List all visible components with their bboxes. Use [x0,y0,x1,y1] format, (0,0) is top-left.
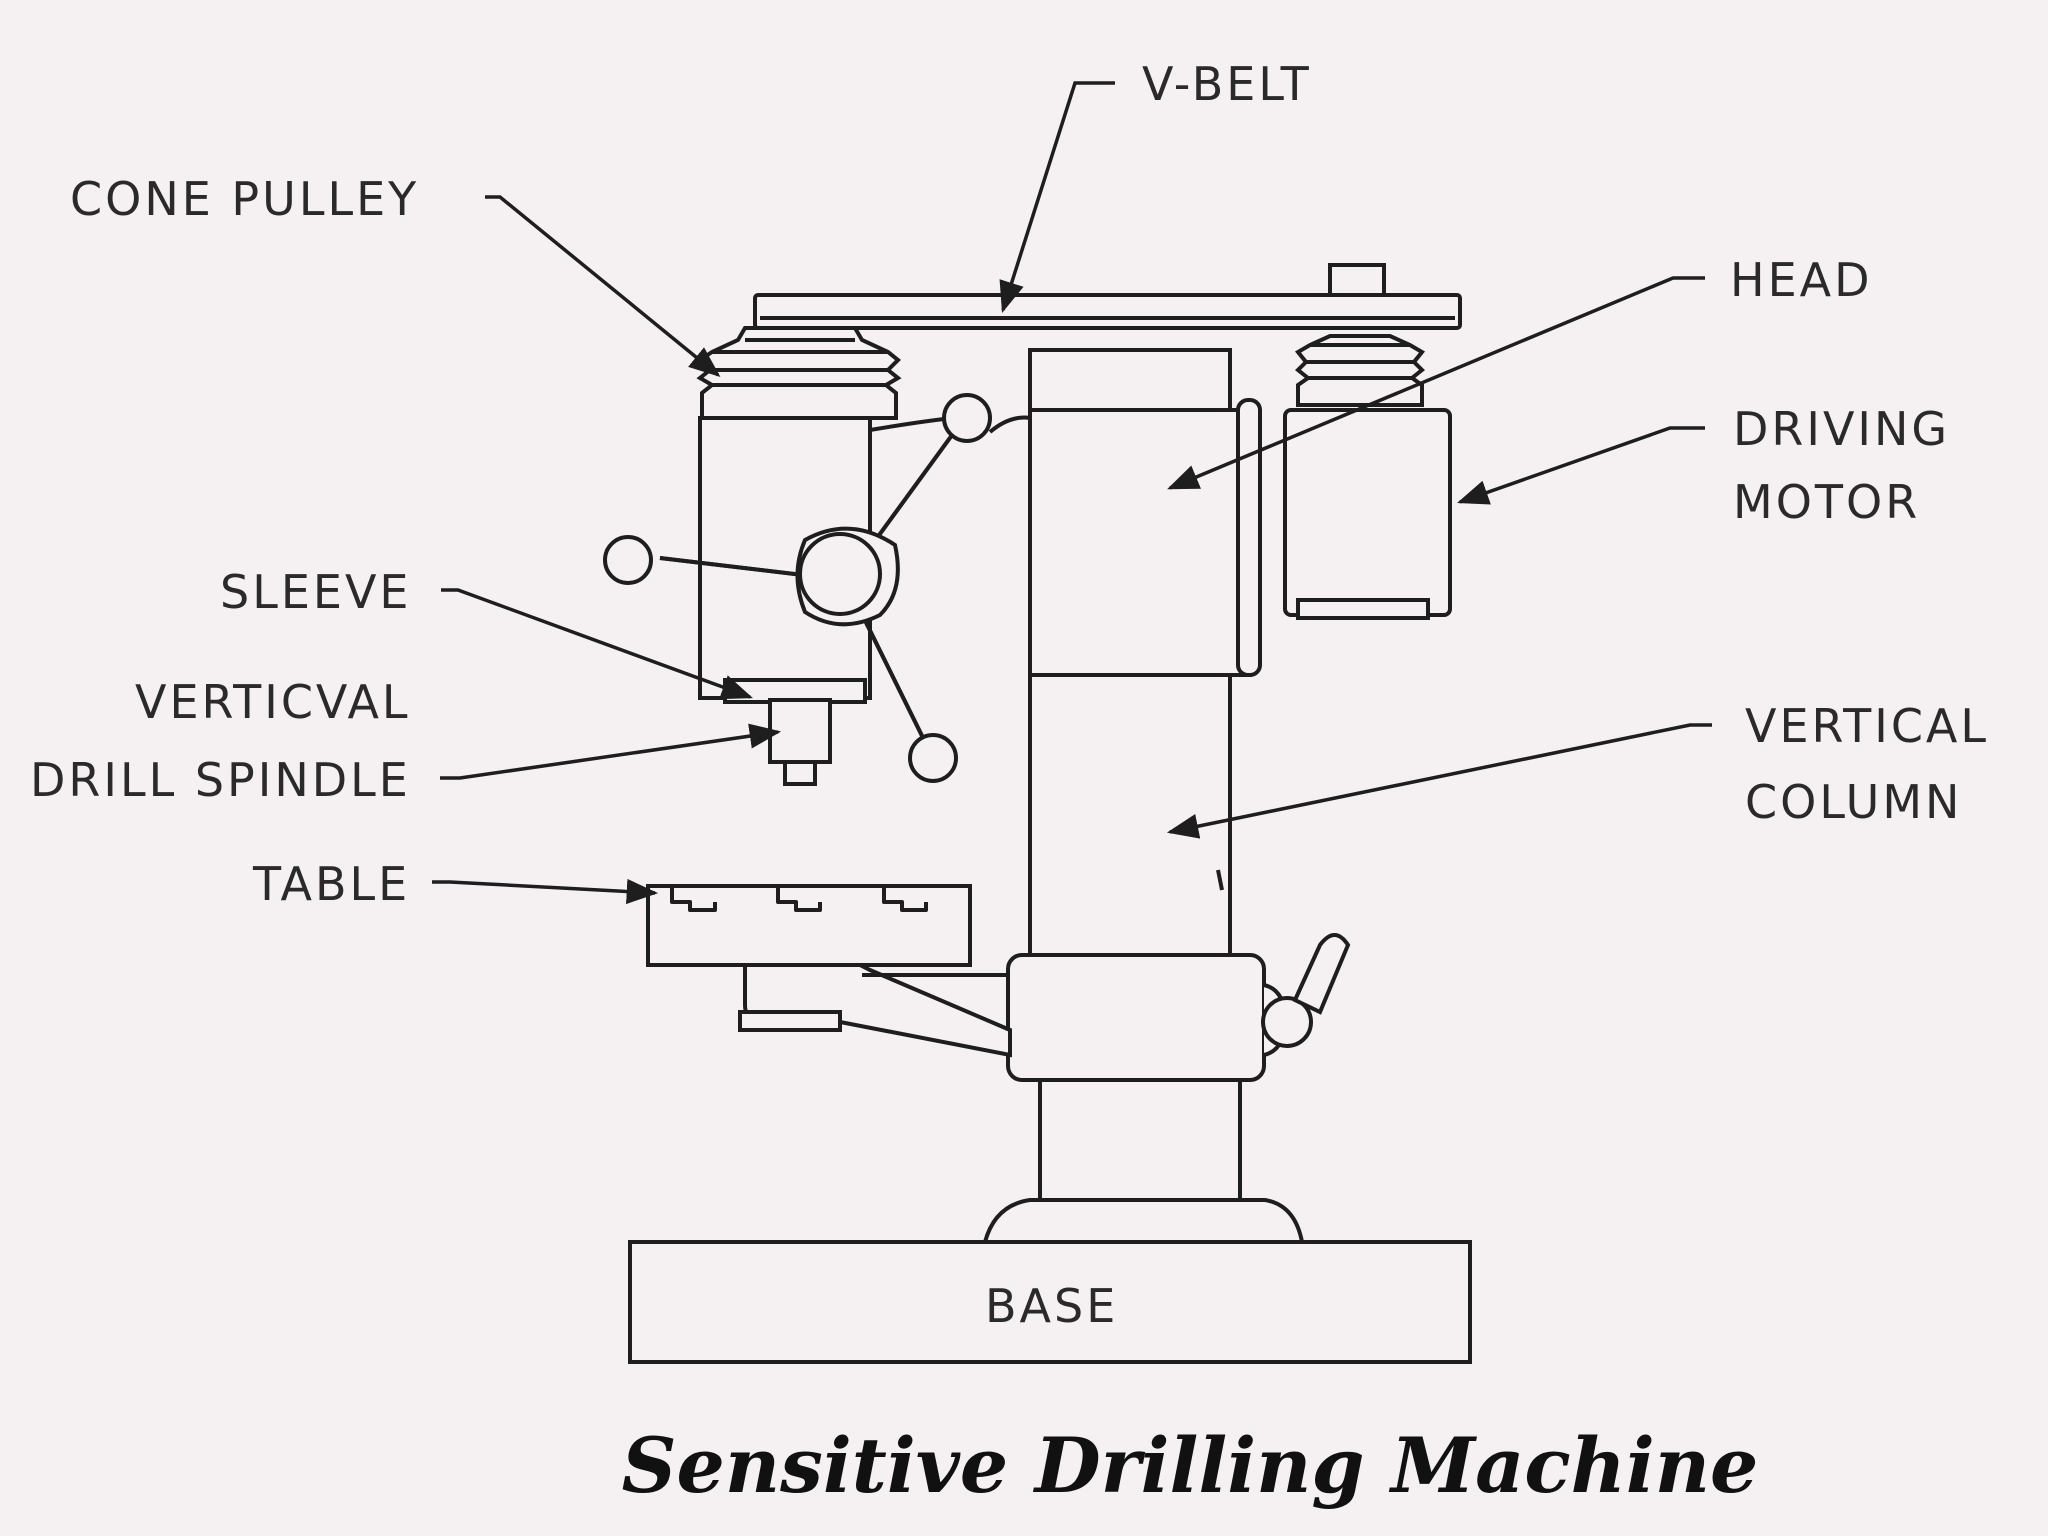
motor-pulley [1294,263,1426,407]
t-slot-3 [882,886,928,912]
label-v-belt: V-BELT [1142,57,1312,111]
diagram-caption: Sensitive Drilling Machine [622,1421,1759,1510]
label-table: TABLE [252,857,410,911]
leader-head [1167,276,1705,490]
label-base: BASE [985,1279,1118,1333]
label-cone-pulley: CONE PULLEY [70,172,419,226]
label-driving-motor-line2: MOTOR [1733,475,1920,529]
pedestal [1038,1078,1242,1202]
leader-spindle [440,723,782,780]
t-slot-1 [670,886,717,912]
leader-driving-motor [1457,426,1705,505]
column-collar [1006,933,1351,1082]
head [698,398,1262,700]
v-belt [753,293,1462,330]
label-vertical-column-line2: COLUMN [1745,775,1962,829]
leader-table [432,878,659,905]
leader-cone-pulley [485,195,721,377]
label-spindle-line1: VERTICVAL [135,675,411,729]
table [646,884,1012,1058]
label-head: HEAD [1730,253,1873,307]
label-spindle-line2: DRILL SPINDLE [30,753,411,807]
driving-motor [1283,408,1452,620]
label-driving-motor-line1: DRIVING [1733,402,1950,456]
leader-sleeve [441,588,753,700]
vertical-drill-spindle [768,698,832,786]
label-vertical-column-line1: VERTICAL [1745,699,1989,753]
leader-lines [432,81,1712,905]
leader-vertical-column [1166,723,1712,839]
base [628,1198,1472,1364]
leader-v-belt [999,81,1115,314]
cone-pulley [696,326,902,420]
t-slot-2 [776,886,822,912]
label-sleeve: SLEEVE [220,565,412,619]
feed-handle [603,393,992,783]
